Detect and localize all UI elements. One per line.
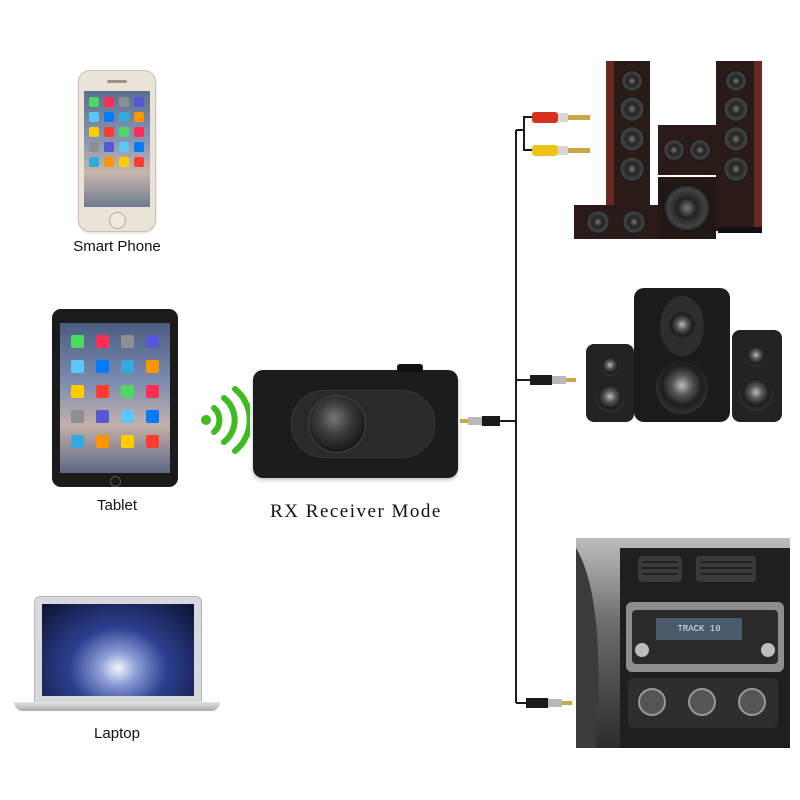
app-icon (119, 112, 129, 122)
app-icon (89, 157, 99, 167)
app-icon (134, 127, 144, 137)
app-icon (146, 410, 159, 423)
app-icon (71, 360, 84, 373)
app-icon (134, 112, 144, 122)
app-icon (146, 335, 159, 348)
car-aux-plug (526, 698, 572, 708)
tablet-label: Tablet (96, 497, 138, 514)
app-icon (146, 360, 159, 373)
app-icon (134, 142, 144, 152)
app-icon (121, 335, 134, 348)
app-icon (89, 97, 99, 107)
rca-yellow-plug (532, 145, 590, 156)
app-icon (71, 335, 84, 348)
laptop-image (34, 596, 202, 704)
wifi-signal-icon (201, 386, 250, 454)
device-knob (308, 395, 366, 453)
app-icon (96, 410, 109, 423)
smartphone-label: Smart Phone (73, 238, 161, 255)
app-icon (104, 142, 114, 152)
app-icon (104, 127, 114, 137)
app-icon (96, 435, 109, 448)
app-icon (121, 410, 134, 423)
mode-label: RX Receiver Mode (270, 501, 442, 522)
app-icon (134, 157, 144, 167)
desk-aux-plug (530, 375, 576, 385)
app-icon (121, 360, 134, 373)
app-icon (121, 385, 134, 398)
app-icon (146, 435, 159, 448)
app-icon (96, 360, 109, 373)
app-icon (89, 112, 99, 122)
laptop-label: Laptop (94, 725, 140, 742)
app-icon (71, 410, 84, 423)
app-icon (96, 385, 109, 398)
app-icon (104, 112, 114, 122)
laptop-base (14, 702, 220, 711)
app-icon (134, 97, 144, 107)
app-icon (119, 97, 129, 107)
rca-red-plug (532, 112, 590, 123)
bluetooth-receiver-device (253, 364, 458, 478)
floor-speakers-image (574, 61, 762, 239)
device-button (397, 364, 423, 372)
app-icon (104, 157, 114, 167)
smartphone-image (78, 70, 156, 232)
app-icon (119, 142, 129, 152)
app-icon (119, 157, 129, 167)
app-icon (89, 127, 99, 137)
radio-display-text: TRACK 10 (677, 624, 721, 634)
tablet-image (52, 309, 178, 487)
app-icon (71, 435, 84, 448)
car-dashboard-image: TRACK 10 (576, 538, 790, 748)
device-aux-plug (460, 416, 500, 426)
app-icon (104, 97, 114, 107)
app-icon (121, 435, 134, 448)
app-icon (119, 127, 129, 137)
app-icon (71, 385, 84, 398)
desk-speakers-image (586, 288, 782, 422)
app-icon (96, 335, 109, 348)
app-icon (89, 142, 99, 152)
app-icon (146, 385, 159, 398)
